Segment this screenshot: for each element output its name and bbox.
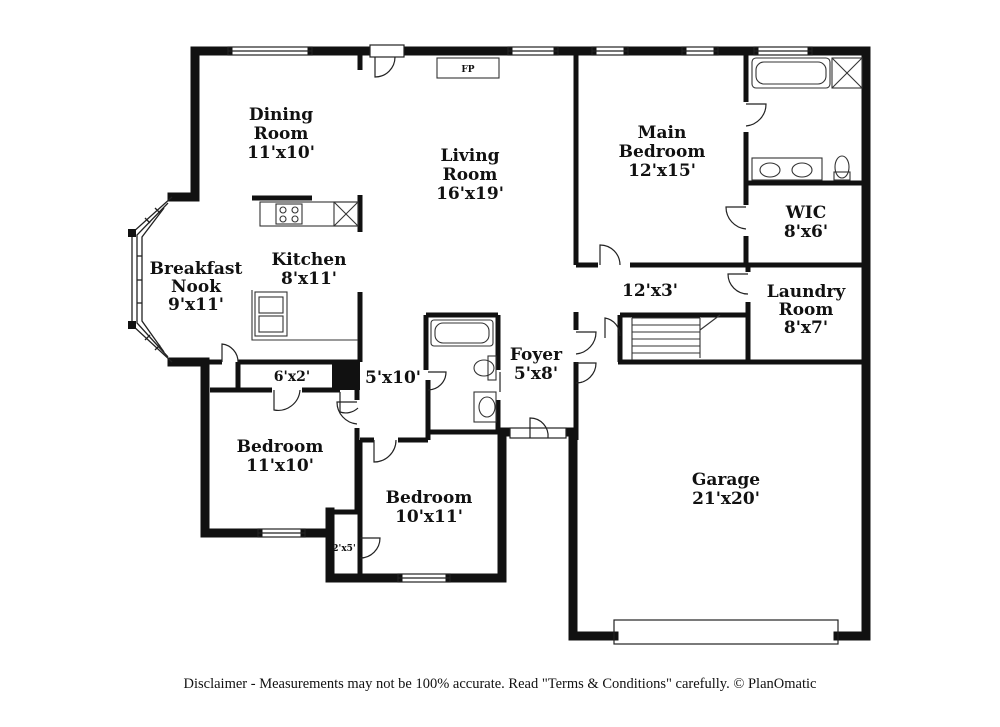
closet-6x2-dims: 6'x2' bbox=[274, 369, 310, 385]
bay-corner bbox=[128, 229, 136, 237]
main-bedroom-name-1: Main bbox=[638, 123, 687, 143]
room-labels: Dining Room 11'x10' Living Room 16'x19' … bbox=[150, 65, 847, 554]
foyer-dims: 5'x8' bbox=[514, 364, 558, 384]
garage-dims: 21'x20' bbox=[692, 489, 760, 509]
wic-dims: 8'x6' bbox=[784, 222, 828, 242]
bedroom-left-dims: 11'x10' bbox=[246, 456, 314, 476]
foyer-name: Foyer bbox=[510, 345, 563, 365]
breakfast-name-2: Nook bbox=[171, 277, 222, 297]
dining-name-2: Room bbox=[254, 124, 309, 144]
wall-pillar bbox=[332, 362, 360, 390]
closet-2x5-dims: 2'x5' bbox=[332, 544, 355, 554]
fixtures bbox=[251, 57, 863, 423]
kitchen-name: Kitchen bbox=[272, 250, 347, 270]
doors bbox=[221, 44, 767, 559]
laundry-name-2: Room bbox=[779, 300, 834, 320]
kitchen-dims: 8'x11' bbox=[281, 269, 337, 289]
living-dims: 16'x19' bbox=[436, 184, 504, 204]
laundry-dims: 8'x7' bbox=[784, 318, 828, 338]
main-bedroom-name-2: Bedroom bbox=[619, 142, 706, 162]
hall-5x10-dims: 5'x10' bbox=[365, 368, 421, 388]
laundry-name-1: Laundry bbox=[767, 282, 847, 302]
interior-walls bbox=[205, 55, 866, 578]
windows bbox=[227, 46, 839, 645]
dining-dims: 11'x10' bbox=[247, 143, 315, 163]
garage-name: Garage bbox=[692, 470, 760, 490]
fireplace-label: FP bbox=[461, 65, 474, 75]
living-name-2: Room bbox=[443, 165, 498, 185]
breakfast-dims: 9'x11' bbox=[168, 295, 224, 315]
disclaimer-text: Disclaimer - Measurements may not be 100… bbox=[183, 676, 817, 692]
stairs bbox=[631, 314, 721, 360]
exterior-walls bbox=[167, 46, 871, 641]
dining-name-1: Dining bbox=[249, 105, 313, 125]
main-bedroom-dims: 12'x15' bbox=[628, 161, 696, 181]
living-name-1: Living bbox=[441, 146, 500, 166]
bedroom-right-name: Bedroom bbox=[386, 488, 473, 508]
breakfast-name-1: Breakfast bbox=[150, 259, 243, 279]
bay-corner bbox=[128, 321, 136, 329]
wic-name: WIC bbox=[785, 203, 827, 223]
bay-window bbox=[131, 196, 173, 363]
bedroom-left-name: Bedroom bbox=[237, 437, 324, 457]
hall-dims: 12'x3' bbox=[622, 281, 678, 301]
bedroom-right-dims: 10'x11' bbox=[395, 507, 463, 527]
